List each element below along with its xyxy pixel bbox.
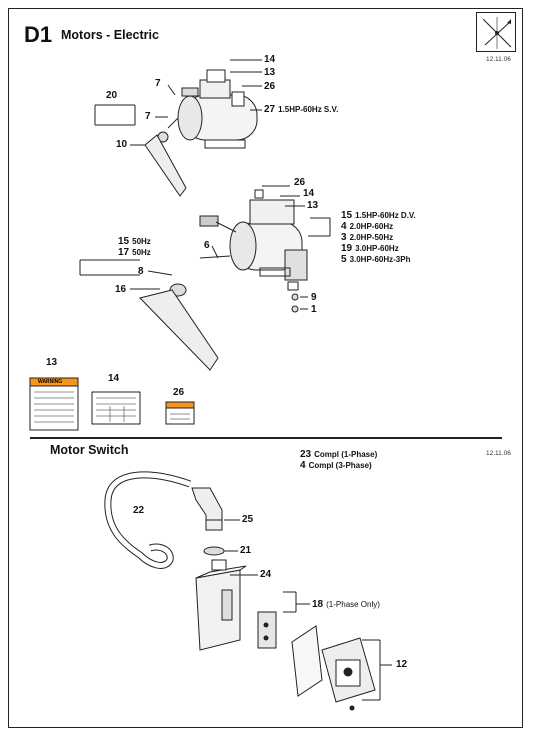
callout-14-b: 14 bbox=[303, 188, 315, 199]
section-code: D1 bbox=[24, 22, 53, 47]
motor-dv-drawing bbox=[199, 189, 308, 291]
page-frame bbox=[8, 8, 523, 728]
decal-13-drawing bbox=[29, 377, 79, 431]
callout-6: 6 bbox=[204, 240, 210, 251]
callout-9: 9 bbox=[311, 292, 317, 303]
callout-26: 26 bbox=[264, 81, 276, 92]
callout-22: 22 bbox=[133, 505, 145, 516]
callout-13-decal: 13 bbox=[46, 357, 58, 368]
callout-7: 7 bbox=[155, 78, 161, 89]
callout-16: 16 bbox=[115, 284, 127, 295]
fitting-drawing bbox=[191, 487, 223, 531]
callout-1: 1 bbox=[311, 304, 317, 315]
callout-25: 25 bbox=[242, 514, 254, 525]
decal-14-drawing bbox=[91, 391, 141, 425]
section-date: 12.11.06 bbox=[486, 56, 511, 63]
callout-14-decal: 14 bbox=[108, 373, 120, 384]
switch-box-drawing bbox=[195, 559, 258, 651]
orientation-icon bbox=[476, 12, 516, 52]
callout-13: 13 bbox=[264, 67, 276, 78]
callout-8: 8 bbox=[138, 266, 144, 277]
motor-switch-title: Motor Switch bbox=[50, 443, 129, 457]
callout-20: 20 bbox=[106, 90, 118, 101]
decal-warning-text: WARNING bbox=[38, 379, 63, 385]
section-title: Motors - Electric bbox=[61, 28, 159, 42]
decal-26-drawing bbox=[165, 401, 195, 425]
belt-long-drawing bbox=[139, 283, 219, 371]
belt-drawing bbox=[144, 131, 187, 197]
callout-7-lower: 7 bbox=[145, 111, 151, 122]
section-divider bbox=[30, 437, 502, 439]
callout-26-decal: 26 bbox=[173, 387, 185, 398]
cable-drawing bbox=[104, 471, 192, 569]
callout-26-b: 26 bbox=[294, 177, 306, 188]
motor-switch-date: 12.11.06 bbox=[486, 450, 511, 457]
cover-plate-drawing bbox=[291, 625, 392, 711]
callout-10: 10 bbox=[116, 139, 128, 150]
switch-18-label: 18(1-Phase Only) bbox=[312, 599, 380, 610]
callout-21: 21 bbox=[240, 545, 252, 556]
callout-14: 14 bbox=[264, 54, 276, 65]
callout-13-b: 13 bbox=[307, 200, 319, 211]
motor-sv-drawing bbox=[167, 69, 258, 149]
switch-drawing bbox=[257, 591, 310, 649]
callout-12: 12 bbox=[396, 659, 408, 670]
callout-24: 24 bbox=[260, 569, 272, 580]
